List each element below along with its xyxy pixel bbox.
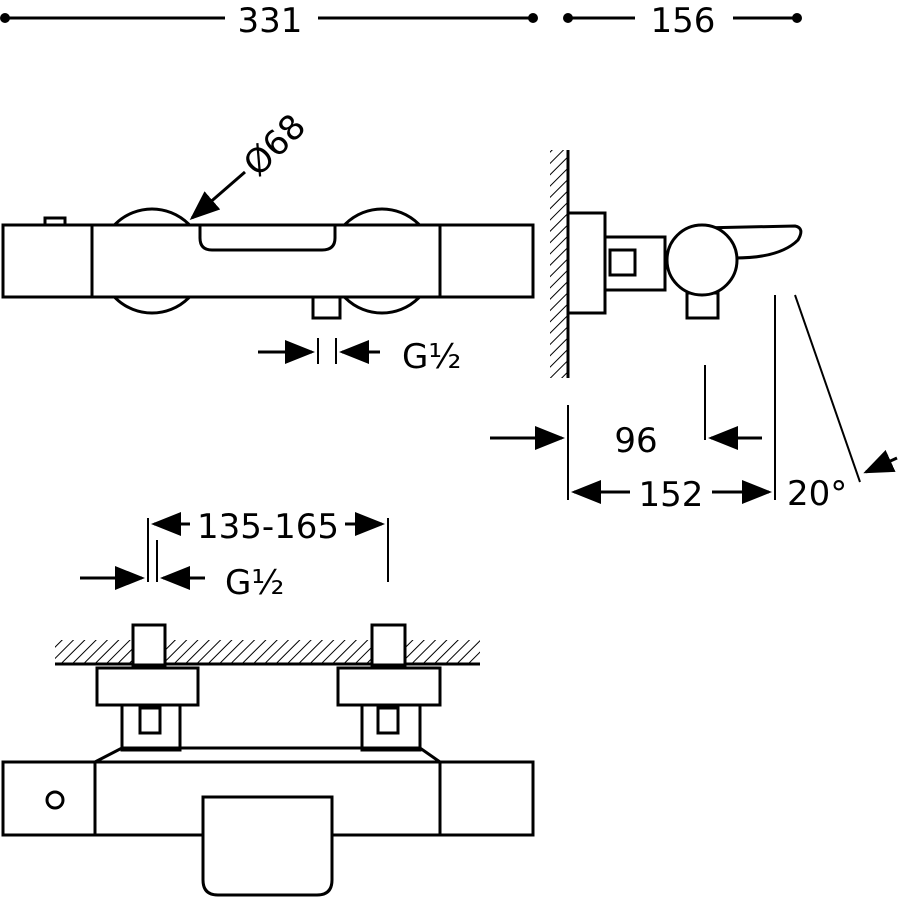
dim-diameter-68: Ø68 <box>236 107 314 185</box>
front-view <box>1 207 535 320</box>
dim-135-165: 135-165 <box>197 507 339 547</box>
dimension-inlet-spacing: 135-165 G½ <box>80 507 389 603</box>
dimension-side: 96 152 20° <box>490 294 898 515</box>
outlet-hole <box>45 790 65 810</box>
dimension-overall-width: 331 <box>0 1 538 41</box>
dimension-knob-diameter: Ø68 <box>189 107 314 220</box>
dimension-inlet-thread-front: G½ <box>258 337 461 377</box>
bottom-view <box>1 623 535 897</box>
dim-g-half-front: G½ <box>402 337 461 377</box>
dim-331: 331 <box>238 1 303 41</box>
dimension-projection: 156 <box>563 1 802 41</box>
dim-96: 96 <box>614 421 657 461</box>
dim-g-half-bottom: G½ <box>225 563 284 603</box>
dim-152: 152 <box>639 475 704 515</box>
dim-156: 156 <box>651 1 716 41</box>
side-view <box>550 150 803 378</box>
dim-20-degrees: 20° <box>787 474 847 514</box>
